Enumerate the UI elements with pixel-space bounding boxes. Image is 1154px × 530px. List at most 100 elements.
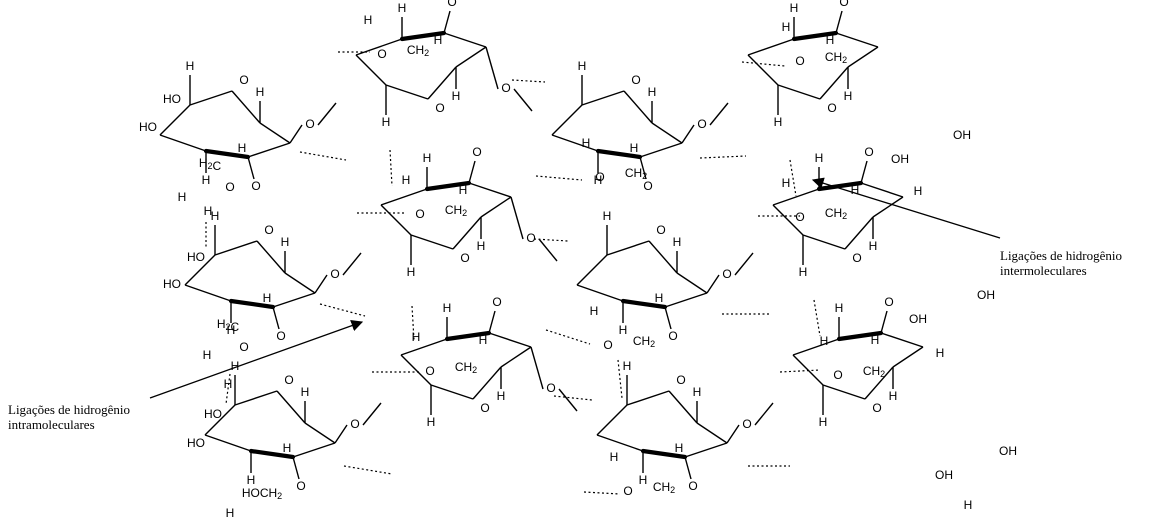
ring-r1-3-bond: [860, 160, 868, 184]
hydrogen-bond-21: [411, 305, 415, 341]
end-hydroxyl: HO: [187, 250, 205, 264]
bridge-h-3: H: [402, 173, 411, 187]
intramolecular-label: Ligações de hidrogênio intramoleculares: [8, 402, 130, 432]
ring-r1-2-bond: [664, 292, 708, 308]
end-hydroxyl: OH: [935, 468, 953, 482]
hydrogen-bond-7: [533, 238, 569, 242]
ring-r1-0-hydroxyl-oxygen: O: [276, 329, 285, 343]
ring-r0-3-bond: [777, 84, 821, 100]
bridge-h-6: H: [412, 330, 421, 344]
ring-r2-2-h: H: [639, 473, 648, 487]
glycosidic-bond: [754, 402, 774, 426]
glycosidic-bond: [362, 402, 382, 426]
glycosidic-bond: [734, 252, 754, 276]
bridge-oxygen-6: O: [425, 364, 434, 378]
ring-r0-3-ring-oxygen: O: [827, 101, 836, 115]
ring-r1-2-h: H: [603, 209, 612, 223]
bridge-h-4: H: [782, 176, 791, 190]
bridge-ch2-8: CH2: [653, 480, 675, 495]
bridge-h-8: H: [610, 450, 619, 464]
ring-r0-3-bond: [835, 10, 843, 34]
bridge-ch2-1: CH2: [625, 166, 647, 181]
ring-r1-1-h: H: [423, 151, 432, 165]
ring-r0-3-bond: [747, 38, 795, 56]
bridge-h-0: H: [364, 13, 373, 27]
ring-r2-2-h: H: [675, 441, 684, 455]
glycosidic-bond: [334, 424, 348, 444]
end-hydroxyl: OH: [909, 312, 927, 326]
ring-r2-1-bond: [488, 310, 496, 334]
ring-r1-0-h: H: [211, 209, 220, 223]
ring-r1-2-h: H: [619, 323, 628, 337]
ring-r0-3-h: H: [844, 89, 853, 103]
bridge-ch2-5: CH2: [633, 334, 655, 349]
ring-r2-2-bond: [668, 390, 698, 424]
glycosidic-bond: [289, 124, 303, 144]
intermolecular-label-line1: Ligações de hidrogênio: [1000, 248, 1123, 263]
ring-r0-0-bond: [189, 90, 233, 106]
ring-r0-0-bond: [159, 134, 207, 152]
ring-r0-1-bond: [355, 54, 387, 86]
ring-r1-3-h: H: [815, 151, 824, 165]
bridge-h-1: H: [582, 136, 591, 150]
ring-r2-2-bond: [596, 404, 628, 436]
ring-r1-0-bond: [214, 240, 258, 256]
ring-r2-1-bond: [472, 366, 502, 400]
hydrogen-bond-16: [583, 491, 621, 495]
intramolecular-arrow: [149, 320, 364, 399]
bridge-ch2-7: CH2: [863, 364, 885, 379]
ring-r1-3-h: H: [799, 265, 808, 279]
ring-r2-2-h: H: [693, 385, 702, 399]
bridge-h-5: H: [590, 304, 599, 318]
ring-r0-1-bond: [443, 32, 487, 48]
end-h: H: [224, 377, 233, 391]
ring-r1-3-h: H: [869, 239, 878, 253]
ring-r2-1-h: H: [479, 333, 488, 347]
bridge-oxygen-0: O: [377, 47, 386, 61]
ring-r2-3-front-bond: [836, 330, 884, 342]
ring-r0-2-hydroxyl-oxygen: O: [643, 179, 652, 193]
ring-r2-3-bond: [822, 384, 866, 400]
ring-r1-0-bond: [272, 292, 316, 308]
glycosidic-oxygen: O: [697, 117, 706, 131]
ring-r0-2-front-bond: [595, 148, 643, 160]
ring-r1-1-bond: [380, 188, 428, 206]
ring-r0-1-h: H: [434, 33, 443, 47]
ring-r0-0-front-bond: [203, 148, 251, 160]
ring-r2-1-bond: [430, 384, 474, 400]
hydrogen-bond-9: [319, 303, 366, 317]
glycosidic-oxygen: O: [742, 417, 751, 431]
end-hydroxyl: HO: [187, 436, 205, 450]
ring-r1-3-bond: [772, 188, 820, 206]
ring-r0-3-bond: [835, 32, 879, 48]
ring-r2-1-bond: [500, 346, 532, 368]
ring-r0-0-bond: [247, 156, 255, 180]
ring-r1-3-front-bond: [816, 180, 864, 192]
ring-r1-2-h: H: [655, 291, 664, 305]
ring-r1-0-h: H: [281, 235, 290, 249]
ring-r1-2-bond: [648, 240, 678, 274]
ring-r1-3-bond: [772, 204, 804, 236]
ring-r1-2-ring-oxygen: O: [656, 223, 665, 237]
ring-r0-0-h: H: [202, 173, 211, 187]
ring-r1-1-bond: [468, 182, 512, 198]
ring-r2-2-ring-oxygen: O: [676, 373, 685, 387]
ring-r2-2-h: H: [623, 359, 632, 373]
hydrogen-bond-22: [789, 159, 797, 197]
hydrogen-bond-15: [343, 465, 393, 475]
glycosidic-bond: [513, 88, 533, 112]
end-hydroxyl: OH: [999, 444, 1017, 458]
ring-r1-3-h: H: [851, 183, 860, 197]
ring-r0-1-bond: [355, 38, 403, 56]
ring-r2-0-hydroxyl-oxygen: O: [296, 479, 305, 493]
ring-r2-0-bond: [234, 390, 278, 406]
hydrogen-bond-5: [699, 155, 747, 159]
ring-r1-2-bond: [576, 254, 608, 286]
ring-r0-0-bond: [259, 122, 291, 144]
glycosidic-bond: [558, 388, 578, 412]
hydrogen-bond-24: [617, 359, 623, 399]
end-hydroxyl: OH: [977, 288, 995, 302]
glycosidic-oxygen: O: [526, 231, 535, 245]
ring-r2-1-bond: [488, 332, 532, 348]
end-hydroxyl: OH: [891, 152, 909, 166]
